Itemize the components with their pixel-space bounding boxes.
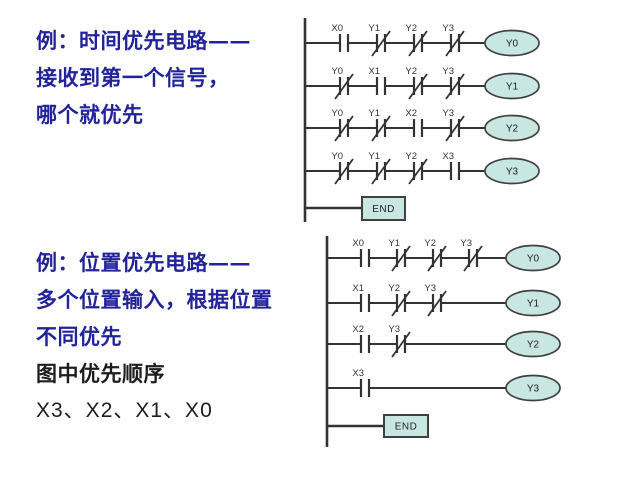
output-coil: Y1 [505,289,561,317]
nc-contact: Y3 [460,238,483,272]
output-coil: Y2 [505,330,561,358]
contact-label: Y3 [442,66,454,77]
contact-label: X3 [352,368,364,379]
nc-contact: Y1 [368,108,391,142]
output-coil: Y2 [484,114,540,142]
contact-label: Y3 [442,108,454,119]
contact-label: Y3 [424,283,436,294]
nc-contact: Y2 [405,23,428,57]
nc-contact: Y3 [442,108,465,142]
contact-label: Y1 [368,151,380,162]
no-contact: X1 [352,283,371,312]
text-line: 图中优先顺序 [36,361,165,386]
coil-label: Y3 [506,167,519,178]
text-block-time-priority: 例：时间优先电路—— 接收到第一个信号， 哪个就优先 [36,22,251,133]
nc-contact: Y1 [388,238,411,272]
text-line: 不同优先 [36,324,122,349]
nc-contact: Y2 [388,283,411,317]
text-line: 例：时间优先电路—— [36,28,251,53]
nc-contact: Y0 [331,151,354,185]
nc-contact: Y2 [405,151,428,185]
text-line: 例：位置优先电路—— [36,250,251,275]
no-contact: X1 [368,66,387,95]
output-coil: Y0 [484,29,540,57]
contact-label: X0 [331,23,343,34]
no-contact: X2 [352,324,371,353]
output-coil: Y3 [484,157,540,185]
contact-label: Y2 [424,238,436,249]
end-block: END [361,196,406,221]
contact-label: X2 [405,108,417,119]
no-contact: X2 [405,108,424,137]
coil-label: Y1 [527,299,540,310]
coil-label: Y0 [506,39,519,50]
contact-label: Y2 [405,23,417,34]
nc-contact: Y2 [424,238,447,272]
contact-label: Y2 [388,283,400,294]
contact-label: Y3 [388,324,400,335]
contact-label: X1 [352,283,364,294]
contact-label: X1 [368,66,380,77]
coil-label: Y1 [506,82,519,93]
nc-contact: Y3 [442,66,465,100]
nc-contact: Y3 [442,23,465,57]
contact-label: Y3 [460,238,472,249]
coil-label: Y2 [527,340,540,351]
text-line: 多个位置输入，根据位置 [36,287,273,312]
no-contact: X3 [352,368,371,397]
contact-label: Y0 [331,151,343,162]
output-coil: Y1 [484,72,540,100]
nc-contact: Y0 [331,66,354,100]
coil-label: Y3 [527,384,540,395]
contact-label: X3 [442,151,454,162]
end-label: END [372,204,395,215]
nc-contact: Y3 [424,283,447,317]
text-line: 哪个就优先 [36,102,144,127]
contact-label: Y1 [368,108,380,119]
contact-label: Y2 [405,66,417,77]
end-block: END [383,414,429,438]
contact-label: Y3 [442,23,454,34]
contact-label: Y2 [405,151,417,162]
contact-label: Y0 [331,108,343,119]
coil-label: Y2 [506,124,519,135]
nc-contact: Y1 [368,151,391,185]
no-contact: X3 [442,151,461,180]
contact-label: Y0 [331,66,343,77]
contact-label: Y1 [388,238,400,249]
text-line: 接收到第一个信号， [36,65,230,90]
no-contact: X0 [352,238,371,267]
coil-label: Y0 [527,254,540,265]
output-coil: Y0 [505,244,561,272]
output-coil: Y3 [505,374,561,402]
nc-contact: Y2 [405,66,428,100]
nc-contact: Y0 [331,108,354,142]
no-contact: X0 [331,23,350,52]
nc-contact: Y1 [368,23,391,57]
text-line-priority-order: X3、X2、X1、X0 [36,399,213,422]
contact-label: X0 [352,238,364,249]
text-block-position-priority: 例：位置优先电路—— 多个位置输入，根据位置 不同优先 图中优先顺序 X3、X2… [36,244,273,429]
end-label: END [395,422,418,433]
contact-label: Y1 [368,23,380,34]
contact-label: X2 [352,324,364,335]
nc-contact: Y3 [388,324,411,358]
